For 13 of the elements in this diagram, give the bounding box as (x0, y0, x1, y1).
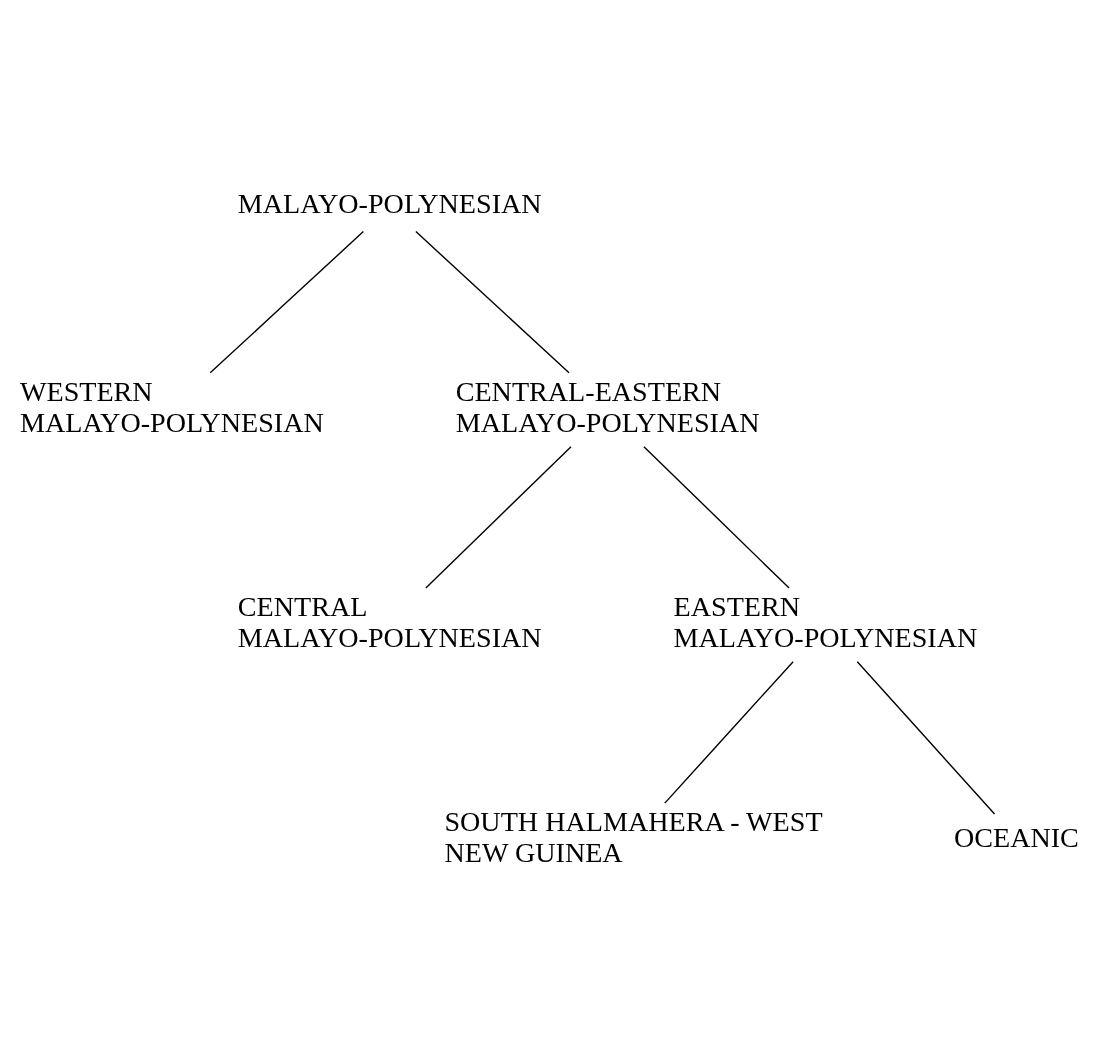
connector (209, 230, 365, 374)
node-text: CENTRAL-EASTERN MALAYO-POLYNESIAN (455, 376, 760, 439)
node-text: CENTRAL MALAYO-POLYNESIAN (237, 591, 542, 654)
node-text: WESTERN MALAYO-POLYNESIAN (19, 376, 324, 439)
node-text: SOUTH HALMAHERA - WEST NEW GUINEA (444, 806, 823, 869)
connector (856, 661, 996, 815)
node-text: OCEANIC (953, 821, 1079, 853)
connector (415, 230, 570, 374)
connector (643, 445, 790, 589)
node-text: EASTERN MALAYO-POLYNESIAN (673, 591, 978, 654)
node-text: MALAYO-POLYNESIAN (237, 187, 542, 219)
connector (425, 445, 572, 589)
connector (664, 661, 794, 804)
